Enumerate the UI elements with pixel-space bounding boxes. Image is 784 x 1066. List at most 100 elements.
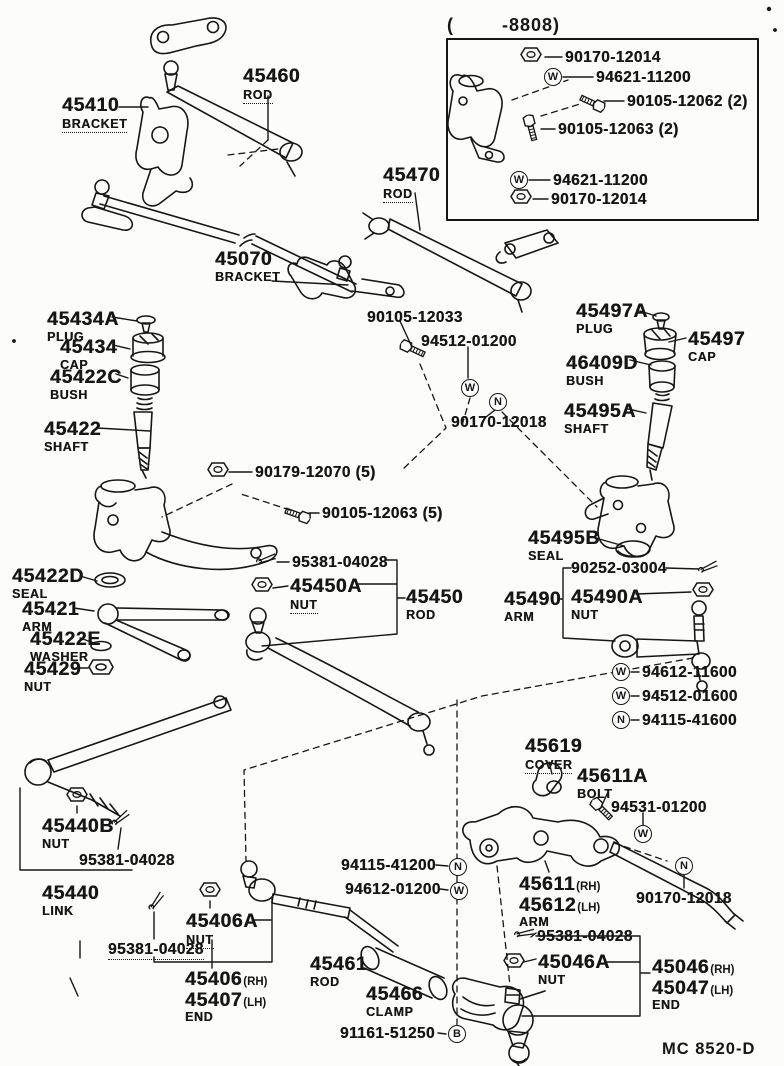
part-number: 45460 — [243, 65, 301, 87]
part-label-line: 45495B — [528, 528, 600, 549]
hex-nut-icon — [199, 881, 221, 903]
cotter-pin-icon — [692, 555, 723, 582]
part-number: 45497A — [576, 300, 648, 322]
top-assembly-drawing — [81, 17, 559, 313]
part-label-line: 45611A — [577, 766, 648, 787]
part-number: 45497 — [688, 328, 746, 350]
part-label-line: 45440B — [42, 816, 114, 837]
part-number: 45470 — [383, 164, 441, 186]
fastener-code-label: 94115-41200 — [341, 857, 436, 874]
tie-rod-end-45406-drawing — [240, 860, 399, 953]
part-type-label: ROD — [243, 87, 273, 104]
part-type-label: NUT — [290, 597, 318, 614]
bolt-icon — [574, 85, 609, 115]
circled-w-icon: W — [544, 68, 562, 86]
part-type-label: NUT — [538, 972, 566, 987]
circled-b-icon: B — [448, 1025, 466, 1043]
circled-n-icon: N — [449, 858, 467, 876]
part-number: 45422D — [12, 565, 84, 587]
part-label-line: 45406A — [186, 911, 258, 932]
part-type-label: SHAFT — [564, 421, 609, 436]
fastener-code-label: 90170-12018 — [636, 890, 732, 907]
part-side-suffix: (RH) — [576, 881, 601, 893]
part-type-label: WASHER — [30, 649, 89, 664]
fastener-code-label: 94621-11200 — [596, 69, 691, 86]
part-number: 45421 — [22, 598, 80, 620]
part-label-line: 45611(RH) — [519, 874, 600, 895]
part-label-line: 45410 — [62, 95, 127, 116]
part-label-line: 45495A — [564, 401, 636, 422]
part-number: 45619 — [525, 735, 583, 757]
fastener-code-label: 90105-12063 (5) — [322, 505, 443, 522]
inset-date-range-header: ( -8808) — [447, 15, 561, 35]
part-number: 45450A — [290, 575, 362, 597]
part-number: 45429 — [24, 658, 82, 680]
part-label-line: 45461 — [310, 954, 367, 975]
part-label-line: 45434 — [60, 337, 117, 358]
part-label-line: 45490A — [571, 587, 643, 608]
part-type-label: NUT — [42, 836, 70, 851]
fastener-code-label: 94512-01200 — [421, 333, 517, 350]
part-number: 45466 — [366, 983, 424, 1005]
fastener-code-label: 95381-04028 — [79, 852, 175, 869]
hex-nut-icon — [503, 952, 525, 974]
part-type-label: ARM — [504, 609, 535, 624]
part-type-label: END — [185, 1010, 214, 1025]
fastener-code-label: 94512-01600 — [642, 688, 738, 705]
part-number: 45410 — [62, 94, 120, 116]
part-type-label: END — [652, 998, 681, 1013]
hex-nut-icon — [66, 786, 88, 808]
part-label-line: 45470 — [383, 165, 440, 186]
part-number: 45450 — [406, 586, 464, 608]
fastener-code-label: 94621-11200 — [553, 172, 648, 189]
part-label-line: 45450A — [290, 576, 362, 597]
part-label-line: 45429 — [24, 659, 81, 680]
part-label-line: 45450 — [406, 587, 463, 608]
part-side-suffix: (LH) — [577, 901, 601, 914]
fastener-code-label: 90170-12018 — [451, 414, 547, 431]
part-number: 45406A — [186, 910, 258, 932]
part-label-line: 45466 — [366, 984, 423, 1005]
part-type-label: SEAL — [12, 586, 48, 601]
fastener-code-label: 90252-03004 — [571, 560, 667, 577]
part-number: 45046A — [538, 951, 610, 973]
part-label-line: 45440 — [42, 883, 99, 904]
label-frames — [19, 559, 651, 1017]
circled-n-icon: N — [489, 393, 507, 411]
part-number: 45434A — [47, 308, 119, 330]
part-label-line: 45046A — [538, 952, 610, 973]
part-type-label: NUT — [24, 679, 52, 694]
part-type-label: BOLT — [577, 786, 613, 801]
part-type-label: COVER — [525, 757, 573, 774]
circled-w-icon: W — [461, 379, 479, 397]
fastener-code-label: 94612-01200 — [345, 881, 441, 898]
hex-nut-icon — [510, 188, 532, 210]
fastener-code-label: 90105-12062 (2) — [627, 93, 748, 110]
part-label-line: 45497A — [576, 301, 648, 322]
part-label-line: 45406(RH) — [185, 969, 268, 990]
part-type-label: CAP — [60, 357, 89, 372]
part-number: 45440 — [42, 882, 100, 904]
part-number: 45047 — [652, 976, 710, 999]
